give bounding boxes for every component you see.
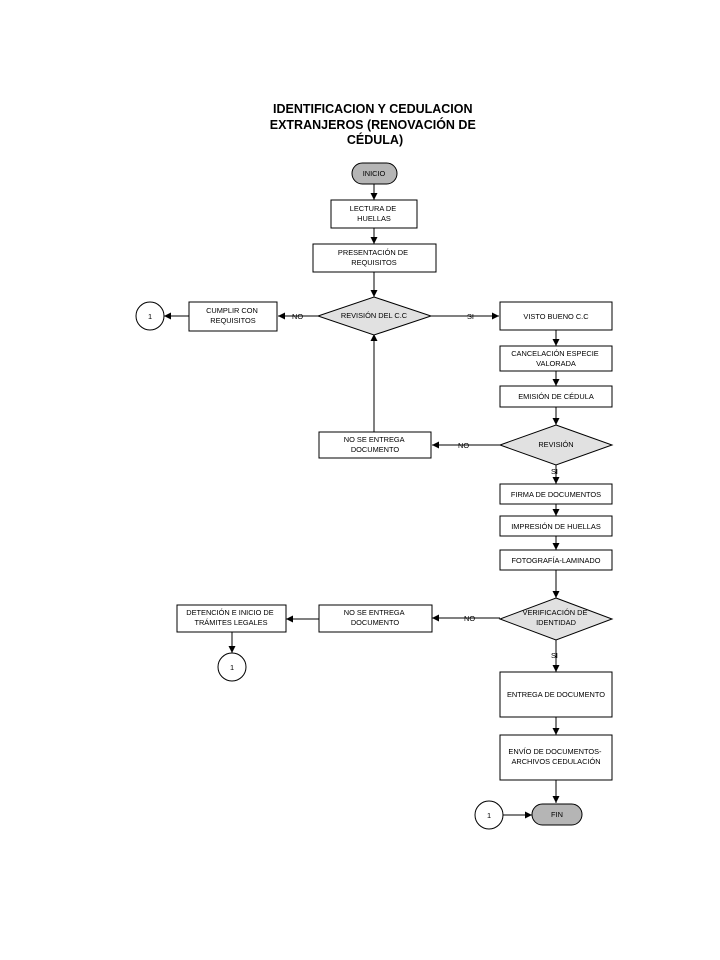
- node-impresion-text: IMPRESIÓN DE HUELLAS: [511, 522, 601, 531]
- node-verificacion-text: VERIFICACIÓN DE IDENTIDAD: [523, 608, 590, 627]
- edges: [164, 184, 560, 819]
- node-emision-text: EMISIÓN DE CÉDULA: [518, 392, 594, 401]
- node-inicio-text: INICIO: [363, 169, 386, 178]
- node-no-entrega-2: NO SE ENTREGA DOCUMENTO: [318, 604, 433, 633]
- node-visto: VISTO BUENO C.C: [499, 301, 613, 331]
- node-presentacion: PRESENTACIÓN DE REQUISITOS: [312, 243, 437, 273]
- node-entrega-text: ENTREGA DE DOCUMENTO: [507, 690, 605, 699]
- node-fin: FIN: [531, 803, 583, 826]
- node-detencion: DETENCIÓN E INICIO DE TRÁMITES LEGALES: [176, 604, 287, 633]
- label-no-revision: NO: [458, 441, 469, 450]
- node-verificacion: VERIFICACIÓN DE IDENTIDAD: [498, 597, 614, 641]
- node-no-entrega-1-text: NO SE ENTREGA DOCUMENTO: [344, 435, 406, 454]
- node-revision-cc-text: REVISIÓN DEL C.C: [341, 311, 408, 320]
- node-emision: EMISIÓN DE CÉDULA: [499, 385, 613, 408]
- node-cancelacion-text: CANCELACIÓN ESPECIE VALORADA: [511, 349, 601, 368]
- node-inicio: INICIO: [351, 162, 398, 185]
- title-line-3: CÉDULA): [347, 132, 403, 147]
- connector-1-bottom: 1: [474, 800, 504, 830]
- node-presentacion-text: PRESENTACIÓN DE REQUISITOS: [338, 248, 410, 267]
- node-revision-cc: REVISIÓN DEL C.C: [316, 296, 433, 336]
- node-visto-text: VISTO BUENO C.C: [523, 312, 589, 321]
- label-si-verificacion: SI: [551, 651, 558, 660]
- connector-1-bottom-text: 1: [487, 811, 491, 820]
- edge-labels: NO SI NO SI NO SI: [292, 312, 558, 660]
- label-si-revision: SI: [551, 467, 558, 476]
- diagram-title: IDENTIFICACION Y CEDULACION EXTRANJEROS …: [270, 100, 481, 147]
- connector-1-middle-text: 1: [230, 663, 234, 672]
- label-no-revisioncc: NO: [292, 312, 303, 321]
- node-no-entrega-1: NO SE ENTREGA DOCUMENTO: [318, 431, 432, 459]
- node-fin-text: FIN: [551, 810, 563, 819]
- node-envio-text: ENVÍO DE DOCUMENTOS- ARCHIVOS CEDULACIÓN: [508, 747, 603, 766]
- node-revision: REVISIÓN: [498, 424, 614, 466]
- node-cancelacion: CANCELACIÓN ESPECIE VALORADA: [499, 345, 613, 372]
- node-no-entrega-2-text: NO SE ENTREGA DOCUMENTO: [344, 608, 406, 627]
- node-impresion: IMPRESIÓN DE HUELLAS: [499, 515, 613, 537]
- node-cumplir-text: CUMPLIR CON REQUISITOS: [206, 306, 260, 325]
- connector-1-middle: 1: [217, 652, 247, 682]
- connector-1-top-text: 1: [148, 312, 152, 321]
- node-entrega: ENTREGA DE DOCUMENTO: [499, 671, 613, 718]
- node-lectura: LECTURA DE HUELLAS: [330, 199, 418, 229]
- node-firma-text: FIRMA DE DOCUMENTOS: [511, 490, 601, 499]
- label-si-revisioncc: SI: [467, 312, 474, 321]
- node-fotografia-text: FOTOGRAFÍA-LAMINADO: [512, 556, 601, 565]
- node-lectura-text: LECTURA DE HUELLAS: [350, 204, 398, 223]
- node-envio: ENVÍO DE DOCUMENTOS- ARCHIVOS CEDULACIÓN: [499, 734, 613, 781]
- title-line-1: IDENTIFICACION Y CEDULACION: [273, 102, 473, 116]
- node-detencion-text: DETENCIÓN E INICIO DE TRÁMITES LEGALES: [186, 608, 276, 627]
- node-firma: FIRMA DE DOCUMENTOS: [499, 483, 613, 505]
- node-revision-text: REVISIÓN: [538, 440, 573, 449]
- node-cumplir: CUMPLIR CON REQUISITOS: [188, 301, 278, 332]
- label-no-verificacion: NO: [464, 614, 475, 623]
- connector-1-top: 1: [135, 301, 165, 331]
- title-line-2: EXTRANJEROS (RENOVACIÓN DE: [270, 117, 476, 132]
- node-fotografia: FOTOGRAFÍA-LAMINADO: [499, 549, 613, 571]
